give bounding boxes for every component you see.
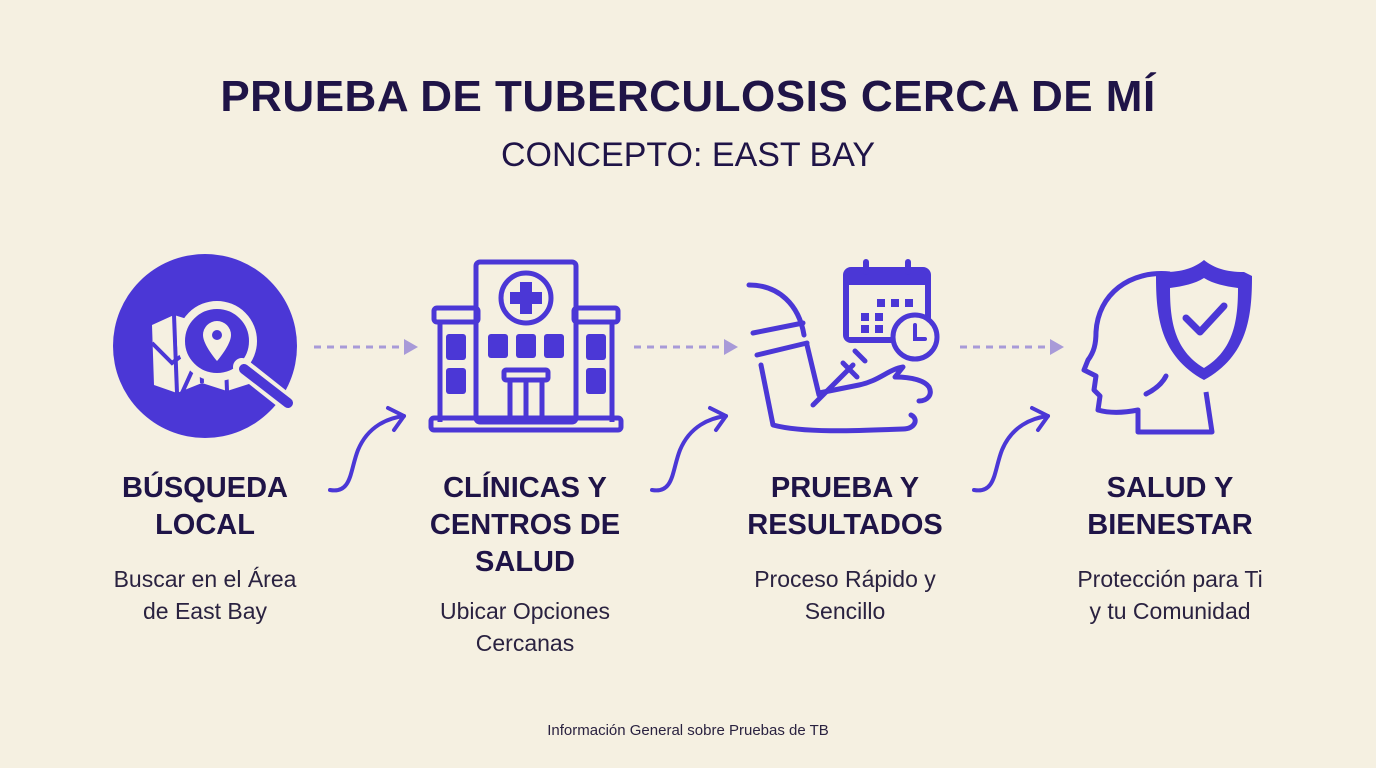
arm-injection-calendar-icon — [745, 255, 945, 435]
step-3-description: Proceso Rápido y Sencillo — [754, 566, 936, 624]
curved-arrow-3 — [970, 404, 1054, 496]
dashed-arrow-1 — [312, 338, 422, 356]
step-2-title: CLÍNICAS Y CENTROS DE SALUD — [429, 472, 621, 578]
hospital-icon — [428, 258, 624, 434]
page-subtitle: CONCEPTO: EAST BAY — [500, 136, 876, 174]
curved-arrow-2 — [648, 404, 732, 496]
step-1-title: BÚSQUEDA LOCAL — [122, 472, 288, 541]
step-4-title: SALUD Y BIENESTAR — [1087, 472, 1253, 541]
footer-note: Información General sobre Pruebas de TB — [547, 722, 829, 739]
map-search-icon — [112, 253, 302, 443]
curved-arrow-1 — [326, 404, 410, 496]
step-3-title: PRUEBA Y RESULTADOS — [747, 472, 943, 541]
page-title: PRUEBA DE TUBERCULOSIS CERCA DE MÍ — [220, 72, 1156, 121]
step-4-description: Protección para Ti y tu Comunidad — [1077, 566, 1263, 624]
dashed-arrow-3 — [958, 338, 1068, 356]
step-2-description: Ubicar Opciones Cercanas — [439, 598, 611, 656]
head-shield-check-icon — [1080, 256, 1260, 436]
dashed-arrow-2 — [632, 338, 742, 356]
step-1-description: Buscar en el Área de East Bay — [113, 566, 297, 624]
